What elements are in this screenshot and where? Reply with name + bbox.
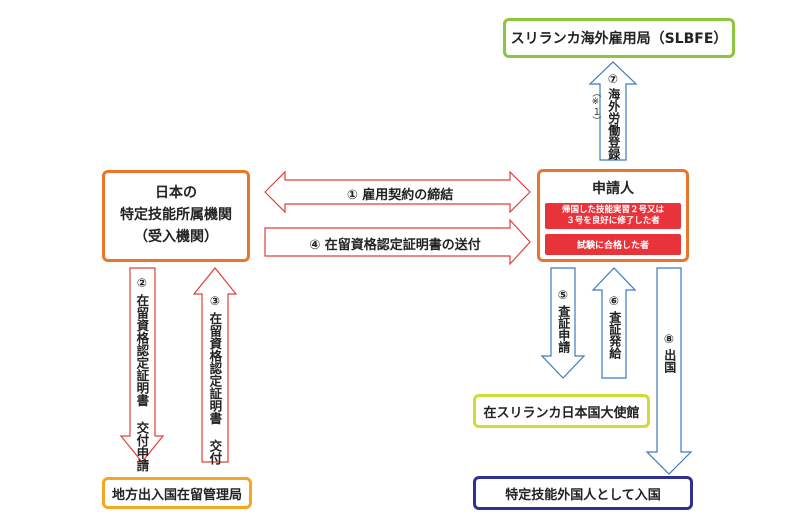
arrow-overseas-registration	[588, 61, 638, 161]
applicant-condition-exam: 試験に合格した者	[545, 234, 681, 256]
step-3-number: ③	[209, 294, 221, 308]
step-6-label: 査証発給	[607, 311, 622, 359]
arrow-employment-contract	[264, 170, 531, 214]
arrow-departure	[645, 267, 693, 475]
step-6-number: ⑥	[608, 294, 620, 308]
entry-box: 特定技能外国人として入国	[473, 476, 693, 510]
step-2-label: 在留資格認定証明書 交付申請	[134, 294, 150, 472]
applicant-box: 申請人 帰国した技能実習２号又は ３号を良好に修了した者 試験に合格した者	[537, 169, 689, 262]
step-5-number: ⑤	[557, 288, 569, 302]
employer-line-2: 特定技能所属機関	[120, 207, 232, 224]
step-8-number: ⑧	[663, 332, 675, 346]
step-2-number: ②	[136, 276, 148, 290]
arrow-visa-application	[540, 267, 586, 379]
step-5-label: 査証申請	[556, 305, 571, 353]
embassy-box: 在スリランカ日本国大使館	[473, 394, 650, 428]
slbfe-label: スリランカ海外雇用局（SLBFE）	[510, 31, 728, 47]
step-7-note: （※１）	[590, 88, 601, 125]
employer-box: 日本の 特定技能所属機関 （受入機関）	[102, 170, 250, 262]
employer-line-3: （受入機関）	[134, 228, 218, 245]
applicant-condition-technical-intern: 帰国した技能実習２号又は ３号を良好に修了した者	[545, 203, 681, 230]
arrow-certificate-send	[264, 218, 531, 266]
step-1-text: ① 雇用契約の締結	[346, 188, 454, 203]
arrow-certificate-issue	[192, 267, 238, 463]
step-8-label: 出国	[662, 349, 677, 373]
employer-line-1: 日本の	[155, 185, 197, 202]
step-4-text: ④ 在留資格認定証明書の送付	[309, 238, 481, 253]
arrow-visa-issue	[591, 267, 637, 379]
embassy-label: 在スリランカ日本国大使館	[483, 405, 640, 421]
immigration-box: 地方出入国在留管理局	[102, 477, 252, 509]
applicant-label: 申請人	[592, 181, 634, 197]
step-7-label: 海外労働登録	[606, 88, 621, 160]
step-3-label: 在留資格認定証明書 交付	[207, 312, 223, 465]
entry-label: 特定技能外国人として入国	[505, 487, 661, 503]
slbfe-box: スリランカ海外雇用局（SLBFE）	[503, 18, 735, 58]
arrow-certificate-application	[119, 267, 165, 463]
step-7-number: ⑦	[607, 72, 619, 86]
immigration-label: 地方出入国在留管理局	[111, 487, 242, 503]
